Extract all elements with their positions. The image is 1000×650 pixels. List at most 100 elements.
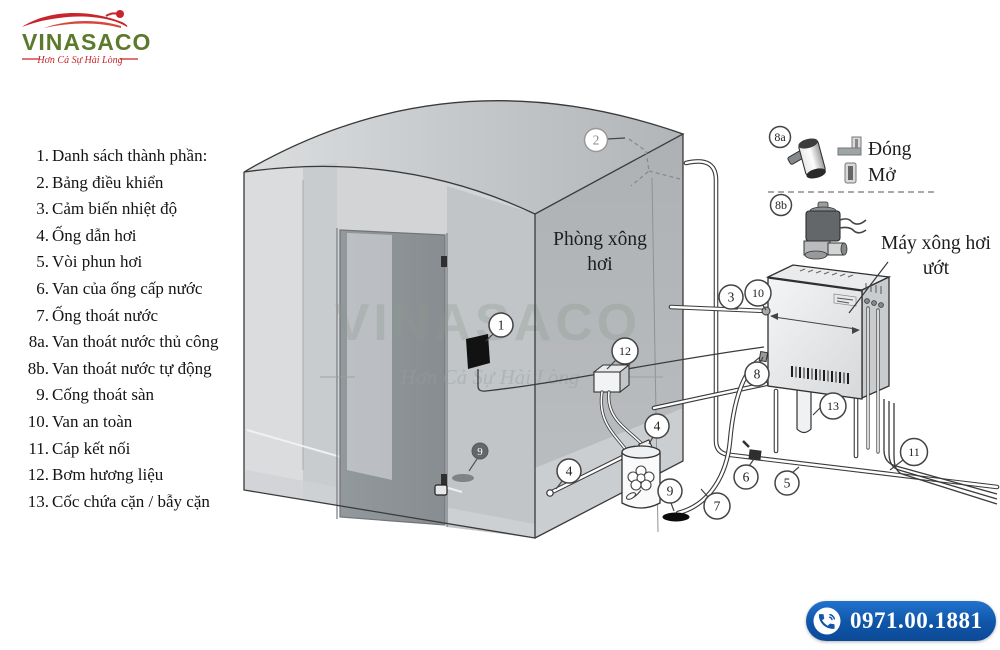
legend-solenoid-valve-icon [803,201,867,260]
part-number: 13. [27,491,49,511]
part-number: 3. [36,199,49,219]
drain-fitting [758,350,769,363]
part-label: Van thoát nước thủ công [52,332,219,352]
callout-1: 1 [485,312,514,342]
steam-room [244,100,683,538]
part-label: Cống thoát sàn [52,385,154,405]
machine-side [861,275,890,400]
callout-9-inside: 9 [468,442,489,472]
part-label: Van của ống cấp nước [52,278,203,298]
list-item: 4.Ống dẫn hơi [12,223,218,250]
callout-13: 13 [812,392,847,420]
part-label: Cốc chứa cặn / bẫy cặn [52,491,210,511]
callout-10-label: 10 [752,286,764,300]
callout-2: 2 [583,127,681,187]
callout-8a-label: 8a [774,130,786,144]
callout-4b-label: 4 [566,464,573,479]
floor-drain-outside [662,512,690,522]
connection-cable [893,403,998,505]
part-number: 11. [28,438,49,458]
seam-arrow [852,327,860,334]
callout-5-label: 5 [784,476,791,491]
front-wall-mid-strip [303,163,337,505]
list-item: 11.Cáp kết nối [12,436,218,463]
part-number: 9. [36,385,49,405]
callout-8b-label: 8b [775,198,787,212]
list-item: 9.Cống thoát sàn [12,382,218,409]
part-number: 2. [36,172,49,192]
callout-8: 8 [744,356,770,387]
aroma-pump [592,363,631,394]
brand-sticker [833,293,857,307]
glass-door [336,228,448,527]
part-label: Vòi phun hơi [52,252,143,272]
callout-10: 10 [744,279,772,311]
roof-outline [243,100,685,215]
floor-drain-inside [452,474,474,482]
top-vents [799,268,854,278]
logo-tagline: Hơn Cả Sự Hài Lòng [36,55,122,66]
part-label: Ống dẫn hơi [52,225,137,245]
callout-2-label: 2 [593,133,600,148]
part-number: 10. [27,411,49,431]
door-hinge [441,474,447,485]
part-number: 5. [36,252,49,272]
seam-arrow [770,313,778,320]
callout-9: 9 [657,478,683,512]
part-number: 8a. [28,332,49,352]
part-number: 6. [36,278,49,298]
machine-label-line2: ướt [923,258,950,279]
callout-8-label: 8 [754,367,761,382]
open-label: Mở [868,165,896,186]
machine-pointer-line [848,261,889,314]
control-panel [466,334,490,369]
part-label: Ống thoát nước [52,305,159,325]
part-number: 8b. [27,358,49,378]
callout-8a [768,125,792,149]
list-item: 8a.Van thoát nước thủ công [12,329,219,356]
list-item: 6.Van của ống cấp nước [12,276,218,303]
part-number: 12. [27,465,49,485]
callout-6: 6 [733,458,759,490]
callout-4: 4 [644,413,670,445]
dome-roof [244,100,683,214]
callout-7-label: 7 [714,499,721,514]
connection-cable [888,401,998,500]
front-outline [243,172,536,539]
callout-9-label: 9 [667,484,674,499]
list-item: 12.Bơm hương liệu [12,462,218,489]
part-number: 7. [36,305,49,325]
front-wall-left-strip [244,166,303,500]
callout-4-label: 4 [654,419,661,434]
legend-manual-valve-icon [787,138,826,179]
control-wire [477,346,765,392]
callout-1-label: 1 [498,318,505,333]
part-label: Van thoát nước tự động [52,358,212,378]
callout-6-label: 6 [743,470,750,485]
list-item: 10.Van an toàn [12,409,218,436]
steam-head-cylinder [621,445,661,509]
right-wall-floor-band [535,408,683,538]
legend: 8a Đóng Mở [768,125,938,260]
pipe-end-cap [546,489,554,497]
list-item: 13.Cốc chứa cặn / bẫy cặn [12,489,218,516]
parts-list: 1.Danh sách thành phần: 2.Bảng điều khiể… [12,143,219,516]
wall-outline [534,134,684,539]
machine-label-line1: Máy xông hơi [881,233,992,254]
part-label: Cáp kết nối [52,438,131,458]
callout-13-label: 13 [827,399,839,413]
list-item: 8b.Van thoát nước tự động [12,356,218,383]
safety-valve-knob [761,306,771,316]
list-item: 5.Vòi phun hơi [12,249,218,276]
phone-number: 0971.00.1881 [850,608,983,633]
callout-4b: 4 [555,458,582,490]
room-label-line2: hơi [587,254,613,275]
part-number: 4. [36,225,49,245]
list-item: 2.Bảng điều khiển [12,170,218,197]
flower-pattern [625,465,655,500]
valve-open-icon [844,162,857,184]
callout-5: 5 [774,466,800,496]
phone-badge[interactable]: 0971.00.1881 [806,601,996,641]
